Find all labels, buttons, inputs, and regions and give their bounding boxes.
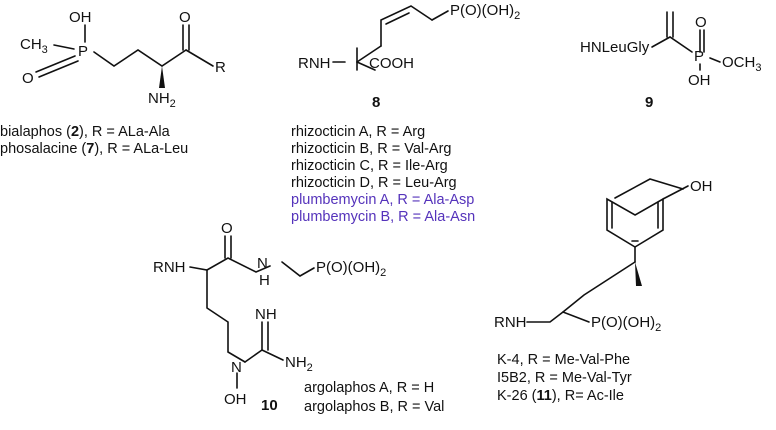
compound-label: rhizocticin B, R = Val-Arg <box>291 141 452 157</box>
bond <box>356 5 433 63</box>
bialaphos-structure: OH CH3 P O O R NH2 <box>20 9 226 110</box>
compound-label: rhizocticin C, R = Ile-Arg <box>291 158 448 174</box>
bond <box>611 201 659 242</box>
bond <box>356 61 376 71</box>
atom-h: H <box>259 272 270 289</box>
atom-r: R <box>215 59 226 76</box>
bond <box>562 261 636 313</box>
atom-oh: OH <box>690 178 713 195</box>
bond <box>651 36 693 53</box>
bond <box>93 49 187 67</box>
atom-rnh: RNH <box>494 314 527 331</box>
compound-number-10: 10 <box>261 397 278 414</box>
compound-label: I5B2, R = Me-Val-Tyr <box>497 370 632 386</box>
bond <box>38 60 79 78</box>
compound-number-8: 8 <box>372 94 380 111</box>
compound-label: bialaphos (2), R = ALa-Ala <box>0 124 171 140</box>
compound-label: plumbemycin B, R = Ala-Asn <box>291 209 475 225</box>
atom-n-lower: N <box>231 359 242 376</box>
bond <box>356 45 382 71</box>
bond <box>206 269 246 363</box>
atom-rnh: RNH <box>298 55 331 72</box>
compound-label: K-4, R = Me-Val-Phe <box>497 352 630 368</box>
atom-o: O <box>221 220 233 237</box>
bond <box>709 57 721 63</box>
atom-och3: OCH3 <box>722 54 761 74</box>
compound-label: phosalacine (7), R = ALa-Leu <box>0 141 188 157</box>
bond <box>185 49 214 67</box>
atom-ch3: CH3 <box>20 36 48 56</box>
compound-label: rhizocticin A, R = Arg <box>291 124 425 140</box>
atom-p: P <box>78 43 88 60</box>
bond <box>35 55 76 73</box>
atom-n: N <box>257 255 268 272</box>
bond <box>261 349 284 361</box>
atom-p-group: P(O)(OH)2 <box>591 314 661 334</box>
bond <box>281 261 315 277</box>
atom-oh: OH <box>224 391 247 408</box>
atom-o-top: O <box>695 14 707 31</box>
bond <box>526 311 590 323</box>
atom-nh: NH <box>255 306 277 323</box>
atom-p-group: P(O)(OH)2 <box>316 259 386 279</box>
atom-nh2: NH2 <box>285 354 313 374</box>
compound-label: K-26 (11), R= Ac-Ile <box>497 388 624 404</box>
bond <box>662 185 689 200</box>
bond <box>244 321 263 363</box>
atom-hnleugly: HNLeuGly <box>580 39 650 56</box>
atom-p: P <box>694 48 704 65</box>
bond <box>614 178 684 199</box>
compound-label: plumbemycin A, R = Ala-Asp <box>291 192 474 208</box>
atom-oh: OH <box>688 72 711 89</box>
bond <box>53 44 75 50</box>
atom-nh2: NH2 <box>148 90 176 110</box>
compound-label: argolaphos A, R = H <box>304 380 434 396</box>
argolaphos-label-list: argolaphos A, R = H argolaphos B, R = Val <box>304 380 444 415</box>
bond <box>385 12 410 25</box>
compound-label: rhizocticin D, R = Leu-Arg <box>291 175 457 191</box>
k26-structure: OH RNH P(O)(OH)2 <box>494 178 713 334</box>
atom-o: O <box>22 70 34 87</box>
atom-p-group: P(O)(OH)2 <box>450 2 520 22</box>
phenyl-ring <box>606 197 664 248</box>
atom-o-carbonyl: O <box>179 9 191 26</box>
compound-number-9: 9 <box>645 94 653 111</box>
bond <box>431 10 449 21</box>
atom-cooh: COOH <box>369 55 414 72</box>
compound-label: argolaphos B, R = Val <box>304 399 444 415</box>
argolaphos-structure: RNH O N H P(O)(OH)2 NH NH2 N OH 10 <box>153 220 386 414</box>
wedge-bond <box>159 66 165 88</box>
wedge-bond <box>635 262 642 286</box>
atom-rnh: RNH <box>153 259 186 276</box>
atom-oh: OH <box>69 9 92 26</box>
rhizocticin-structure: P(O)(OH)2 RNH COOH 8 <box>298 2 520 111</box>
compound-9-structure: HNLeuGly O P OCH3 OH 9 <box>580 11 761 111</box>
bond <box>189 257 271 273</box>
